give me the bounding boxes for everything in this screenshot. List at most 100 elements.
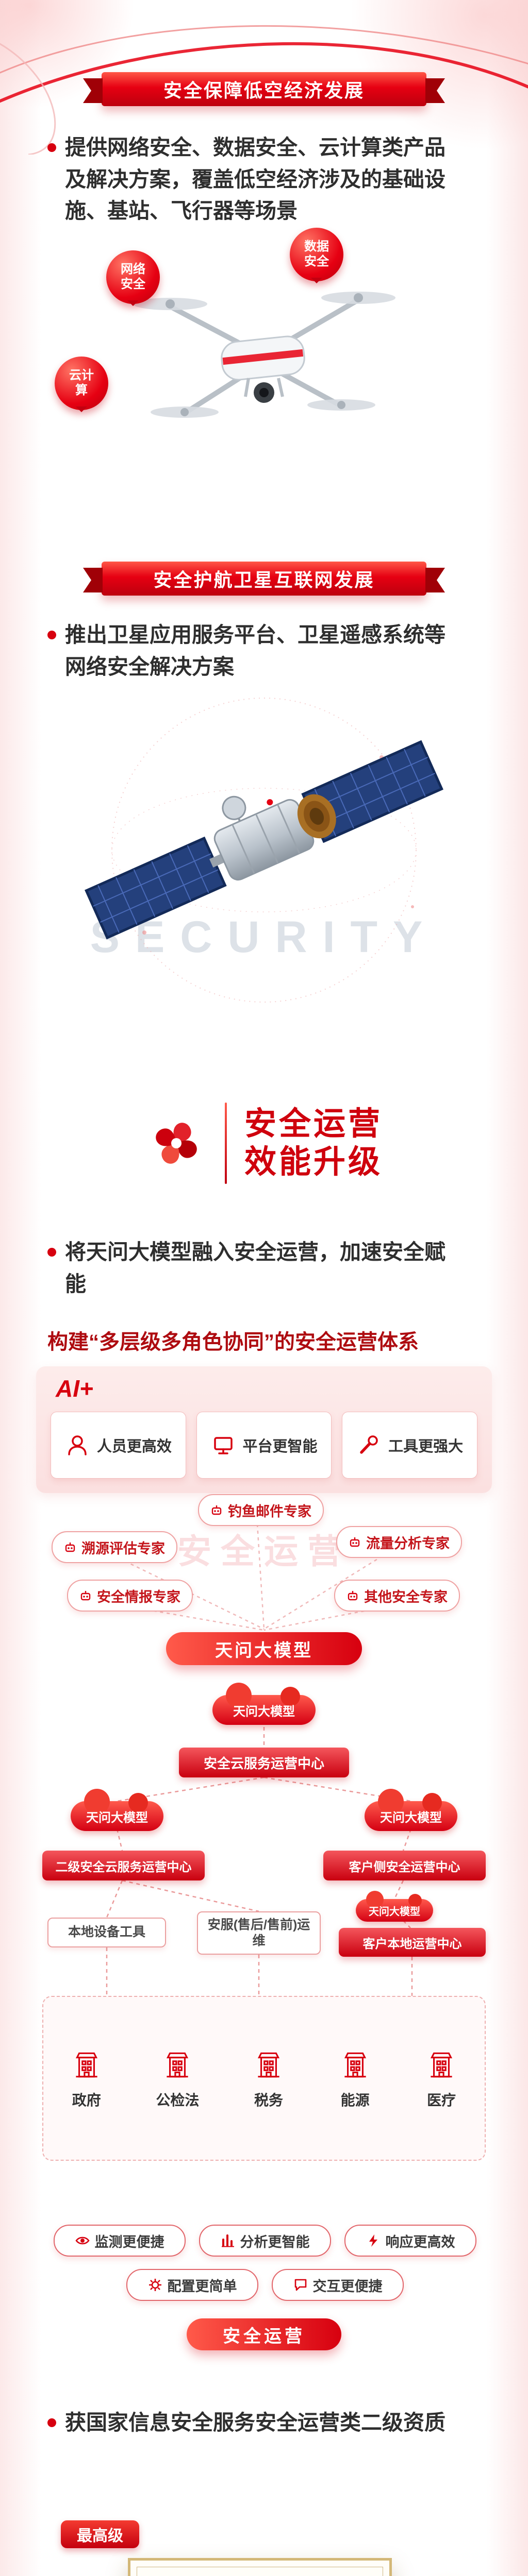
- box-customer-side-soc: 客户侧安全运营中心: [323, 1851, 486, 1880]
- secops-header: 安全运营 效能升级: [0, 1103, 528, 1184]
- building-icon: [257, 2052, 280, 2078]
- tianwen-model-label: 天问大模型: [215, 1640, 313, 1660]
- secops-subtitle: 构建“多层级多角色协同”的安全运营体系: [47, 1331, 419, 1353]
- satellite-paragraph: 推出卫星应用服务平台、卫星遥感系统等网络安全解决方案: [47, 619, 486, 683]
- feature-label: 分析更智能: [240, 2234, 310, 2250]
- bubble-data-security: 数据安全: [290, 228, 343, 281]
- banner-low-altitude-label: 安全保障低空经济发展: [163, 80, 365, 101]
- eye-icon: [75, 2236, 90, 2245]
- feature-chip-config: 配置更简单: [126, 2269, 258, 2301]
- expert-label: 安全情报专家: [97, 1589, 180, 1605]
- satellite-illustration: [85, 698, 443, 1003]
- industry-label: 政府: [72, 2092, 101, 2108]
- banner-satellite-label: 安全护航卫星互联网发展: [153, 569, 375, 590]
- cloud-tianwen-right: 天问大模型: [365, 1789, 457, 1831]
- industry-item-justice: 公检法: [156, 2047, 199, 2110]
- gear-icon: [148, 2279, 161, 2291]
- cert-paragraph: 获国家信息安全服务安全运营类二级资质: [47, 2407, 486, 2439]
- benefit-label: 工具更强大: [388, 1438, 464, 1455]
- expert-tag-intel: 安全情报专家: [67, 1580, 193, 1612]
- feature-label: 交互更便捷: [312, 2278, 383, 2294]
- secops-footer-pill: 安全运营: [187, 2318, 341, 2350]
- banner-low-altitude: 安全保障低空经济发展: [83, 72, 445, 106]
- expert-tag-traffic: 流量分析专家: [336, 1526, 462, 1558]
- robot-icon: [348, 1591, 358, 1601]
- expert-tag-phishing: 钓鱼邮件专家: [198, 1494, 324, 1526]
- building-icon: [431, 2052, 453, 2078]
- benefit-label: 平台更智能: [242, 1438, 318, 1455]
- feature-chip-monitoring: 监测更便捷: [54, 2225, 186, 2257]
- top-grade-label: 最高级: [77, 2528, 123, 2545]
- certificate-card: 国家信息安全测评 信息安全服务资质证书: [128, 2558, 392, 2576]
- benefit-card-platform: 平台更智能: [196, 1412, 332, 1479]
- bullet-dot: [47, 2418, 56, 2427]
- industry-label: 能源: [340, 2092, 370, 2108]
- building-icon: [344, 2052, 366, 2078]
- expert-label: 其他安全专家: [364, 1589, 448, 1605]
- bar-chart-icon: [221, 2234, 234, 2247]
- feature-chip-interaction: 交互更便捷: [272, 2269, 404, 2301]
- right-edge-glow: [487, 0, 528, 2576]
- industry-item-medical: 医疗: [424, 2047, 458, 2110]
- feature-label: 响应更高效: [385, 2234, 455, 2250]
- low-altitude-paragraph: 提供网络安全、数据安全、云计算类产品及解决方案，覆盖低空经济涉及的基础设施、基站…: [47, 132, 486, 227]
- secops-paragraph: 将天问大模型融入安全运营，加速安全赋能: [47, 1236, 486, 1300]
- expert-tag-trace: 溯源评估专家: [52, 1531, 177, 1563]
- feature-label: 监测更便捷: [94, 2234, 164, 2250]
- bubble-network-security: 网络安全: [106, 250, 160, 304]
- box-label: 安服(售后/售前)运维: [207, 1917, 310, 1948]
- secops-title: 安全运营 效能升级: [244, 1105, 383, 1182]
- box-secondary-soc: 二级安全云服务运营中心: [42, 1851, 205, 1880]
- secops-footer-label: 安全运营: [223, 2326, 305, 2346]
- box-label: 二级安全云服务运营中心: [55, 1860, 192, 1874]
- robot-icon: [211, 1505, 222, 1515]
- building-icon: [167, 2052, 189, 2078]
- bubble-data-label: 数据安全: [304, 240, 329, 268]
- industry-label: 医疗: [427, 2092, 456, 2108]
- robot-icon: [350, 1537, 360, 1547]
- box-label: 客户本地运营中心: [362, 1937, 462, 1951]
- cloud-tianwen-small: 天问大模型: [356, 1891, 433, 1922]
- cloud-label: 天问大模型: [86, 1810, 148, 1825]
- brand-flower-icon: [156, 1123, 197, 1164]
- bubble-cloud-label: 云计算: [69, 368, 94, 397]
- top-grade-badge: 最高级: [61, 2520, 139, 2548]
- trophy-glow: [361, 2571, 528, 2576]
- box-label: 本地设备工具: [68, 1925, 145, 1940]
- header-divider: [224, 1103, 227, 1184]
- robot-icon: [80, 1591, 91, 1601]
- industries-panel: 政府 公检法 税务 能源 医疗: [42, 1996, 486, 2161]
- industry-item-government: 政府: [70, 2047, 104, 2110]
- secops-bullet-text: 将天问大模型融入安全运营，加速安全赋能: [65, 1240, 446, 1296]
- benefit-card-people: 人员更高效: [51, 1412, 186, 1479]
- tianwen-model-pill: 天问大模型: [166, 1632, 362, 1665]
- drone-illustration: [133, 292, 395, 418]
- certificate-frame: [137, 2567, 383, 2576]
- industry-label: 公检法: [156, 2092, 200, 2108]
- box-local-tools: 本地设备工具: [47, 1918, 166, 1947]
- feature-chip-response: 响应更高效: [344, 2225, 476, 2257]
- industry-label: 税务: [254, 2092, 283, 2108]
- cloud-tianwen-left: 天问大模型: [71, 1789, 163, 1831]
- secops-title-line1: 安全运营: [244, 1106, 383, 1142]
- expert-connectors: [124, 1523, 383, 1631]
- building-icon: [75, 2052, 97, 2078]
- satellite-body-text: 推出卫星应用服务平台、卫星遥感系统等网络安全解决方案: [65, 623, 446, 679]
- expert-label: 钓鱼邮件专家: [228, 1503, 311, 1519]
- bubble-cloud-computing: 云计算: [55, 357, 108, 410]
- box-service-ops: 安服(售后/售前)运维: [197, 1911, 321, 1955]
- benefit-label: 人员更高效: [96, 1438, 172, 1455]
- cloud-label: 天问大模型: [233, 1704, 295, 1719]
- expert-tag-other: 其他安全专家: [334, 1580, 460, 1612]
- industry-item-tax: 税务: [252, 2047, 286, 2110]
- secops-title-line2: 效能升级: [244, 1144, 383, 1180]
- industry-item-energy: 能源: [338, 2047, 372, 2110]
- bullet-dot: [47, 1248, 56, 1257]
- expert-label: 溯源评估专家: [81, 1540, 165, 1556]
- cloud-tianwen-top: 天问大模型: [212, 1683, 316, 1725]
- lightning-icon: [369, 2234, 377, 2247]
- banner-satellite: 安全护航卫星互联网发展: [83, 562, 445, 596]
- ai-plus-badge: AI+: [56, 1375, 93, 1402]
- person-icon: [68, 1435, 87, 1455]
